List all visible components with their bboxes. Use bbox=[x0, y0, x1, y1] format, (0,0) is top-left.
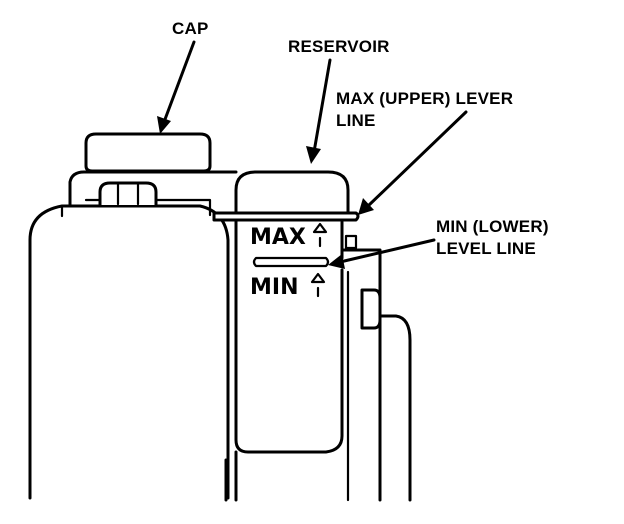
reservoir-leader-arrow bbox=[306, 58, 332, 164]
cylinder-body bbox=[28, 204, 230, 500]
reservoir-body bbox=[212, 170, 382, 502]
max-marking: MAX bbox=[250, 222, 328, 250]
max-leader-arrow bbox=[358, 110, 468, 215]
max-mark-text: MAX bbox=[250, 225, 306, 250]
min-marking: MIN bbox=[250, 272, 326, 300]
min-line-label-1: MIN (LOWER) bbox=[436, 217, 549, 236]
nut-fitting bbox=[98, 181, 158, 206]
reservoir-cap bbox=[84, 132, 212, 173]
side-bolt bbox=[360, 288, 412, 502]
min-line-label-2: LEVEL LINE bbox=[436, 239, 536, 258]
cap-label: CAP bbox=[172, 19, 209, 38]
max-line-label-1: MAX (UPPER) LEVER bbox=[336, 89, 514, 108]
min-mark-text: MIN bbox=[250, 275, 299, 300]
reservoir-label: RESERVOIR bbox=[288, 37, 390, 56]
min-leader-arrow bbox=[328, 238, 436, 269]
max-line-label-2: LINE bbox=[336, 111, 376, 130]
cap-leader-arrow bbox=[157, 40, 196, 134]
